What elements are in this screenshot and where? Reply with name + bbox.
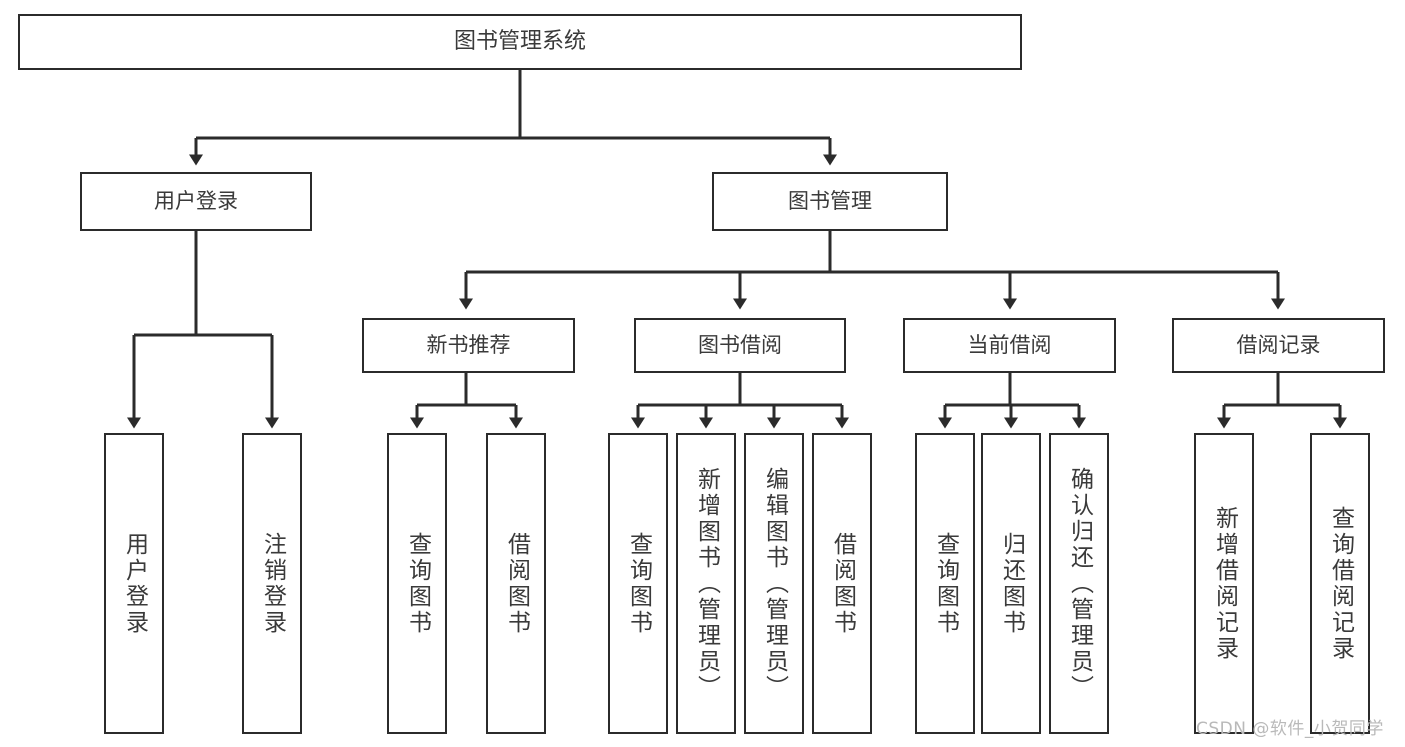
leaf-current-borrow-return[interactable]: 归还图书 <box>981 433 1041 734</box>
leaf-label: 注销登录 <box>259 531 286 636</box>
node-new-book-recommend[interactable]: 新书推荐 <box>362 318 575 373</box>
leaf-label: 借阅图书 <box>829 531 856 636</box>
leaf-label: 查询图书 <box>625 531 652 636</box>
leaf-label: 查询图书 <box>404 531 431 636</box>
leaf-current-borrow-query[interactable]: 查询图书 <box>915 433 975 734</box>
leaf-book-borrow-edit[interactable]: 编辑图书（管理员） <box>744 433 804 734</box>
leaf-label: 新增图书（管理员） <box>693 466 720 701</box>
leaf-label: 查询借阅记录 <box>1327 505 1354 662</box>
node-root[interactable]: 图书管理系统 <box>18 14 1022 70</box>
leaf-borrow-record-query[interactable]: 查询借阅记录 <box>1310 433 1370 734</box>
leaf-label: 编辑图书（管理员） <box>761 466 788 701</box>
leaf-user-login-logout[interactable]: 注销登录 <box>242 433 302 734</box>
node-book-borrow[interactable]: 图书借阅 <box>634 318 846 373</box>
leaf-book-borrow-query[interactable]: 查询图书 <box>608 433 668 734</box>
leaf-new-book-borrow[interactable]: 借阅图书 <box>486 433 546 734</box>
leaf-label: 确认归还（管理员） <box>1066 466 1093 701</box>
node-current-borrow[interactable]: 当前借阅 <box>903 318 1116 373</box>
node-book-management-label: 图书管理 <box>788 189 872 214</box>
node-current-borrow-label: 当前借阅 <box>967 333 1052 358</box>
node-borrow-record-label: 借阅记录 <box>1236 333 1321 358</box>
node-book-borrow-label: 图书借阅 <box>698 333 782 358</box>
node-root-label: 图书管理系统 <box>453 29 586 55</box>
leaf-borrow-record-add[interactable]: 新增借阅记录 <box>1194 433 1254 734</box>
leaf-current-borrow-confirm-return[interactable]: 确认归还（管理员） <box>1049 433 1109 734</box>
node-borrow-record[interactable]: 借阅记录 <box>1172 318 1385 373</box>
watermark: CSDN @软件_小贺同学 <box>1196 719 1384 739</box>
leaf-book-borrow-borrow[interactable]: 借阅图书 <box>812 433 872 734</box>
leaf-label: 新增借阅记录 <box>1211 505 1238 662</box>
node-user-login[interactable]: 用户登录 <box>80 172 312 231</box>
leaf-label: 用户登录 <box>121 531 148 636</box>
leaf-user-login-login[interactable]: 用户登录 <box>104 433 164 734</box>
node-book-management[interactable]: 图书管理 <box>712 172 948 231</box>
leaf-label: 借阅图书 <box>503 531 530 636</box>
leaf-new-book-query[interactable]: 查询图书 <box>387 433 447 734</box>
node-user-login-label: 用户登录 <box>154 189 238 214</box>
leaf-label: 查询图书 <box>932 531 959 636</box>
leaf-label: 归还图书 <box>998 531 1025 636</box>
leaf-book-borrow-add[interactable]: 新增图书（管理员） <box>676 433 736 734</box>
node-new-book-recommend-label: 新书推荐 <box>426 333 511 358</box>
